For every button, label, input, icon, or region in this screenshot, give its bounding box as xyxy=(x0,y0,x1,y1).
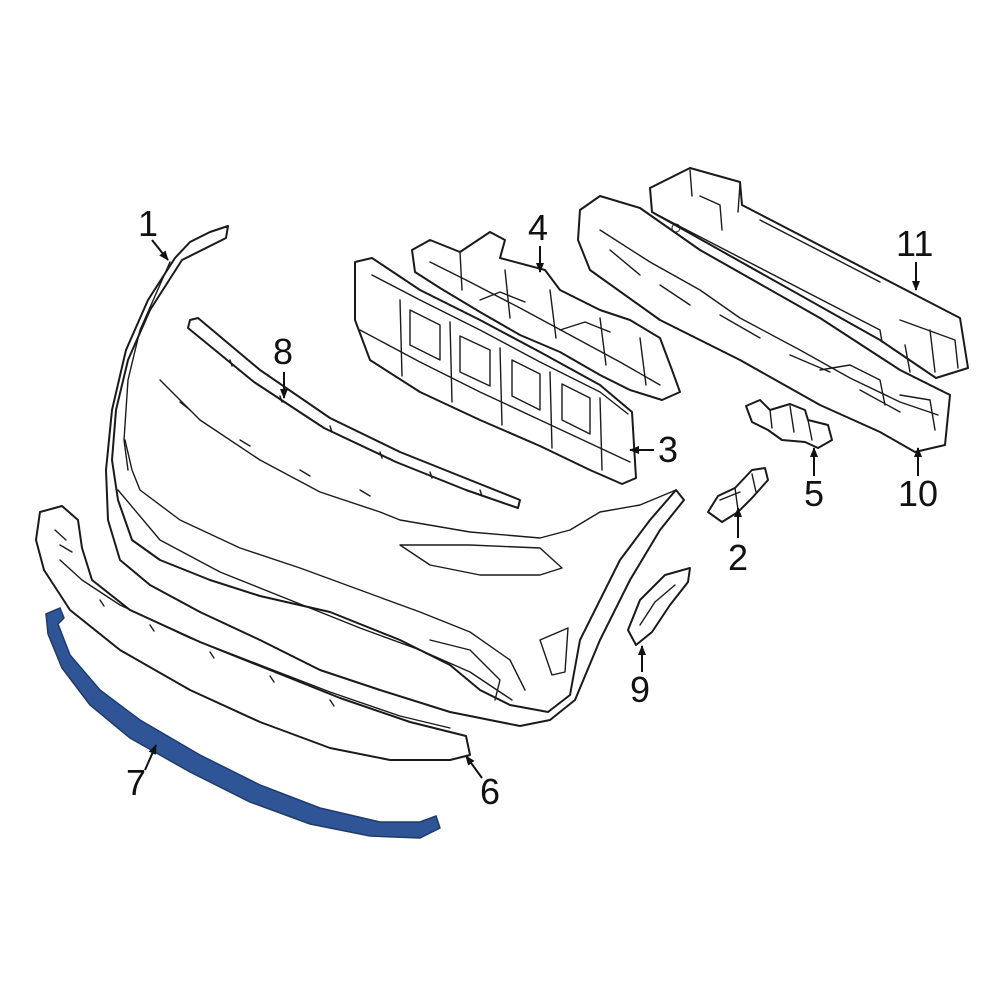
callout-9: 9 xyxy=(630,669,650,710)
callout-11: 11 xyxy=(896,223,933,264)
callout-6: 6 xyxy=(480,771,500,812)
upper-molding xyxy=(187,317,521,509)
callout-4: 4 xyxy=(528,207,548,248)
callout-10: 10 xyxy=(898,473,938,514)
leader-lines xyxy=(144,239,922,779)
lower-trim-strip xyxy=(45,607,441,839)
energy-absorber xyxy=(577,195,951,453)
callout-numbers: 1 2 3 4 5 6 7 8 9 10 11 xyxy=(126,203,938,812)
bumper-support xyxy=(354,257,637,485)
callout-8: 8 xyxy=(273,331,293,372)
side-reflector xyxy=(627,567,691,646)
bumper-cover xyxy=(105,225,685,727)
bracket-5 xyxy=(745,399,833,449)
callout-1: 1 xyxy=(138,203,158,244)
upper-absorber xyxy=(411,231,681,401)
leader-1 xyxy=(151,239,169,261)
callout-7: 7 xyxy=(126,762,146,803)
callout-3: 3 xyxy=(658,429,678,470)
leader-7 xyxy=(144,744,157,771)
callout-5: 5 xyxy=(804,473,824,514)
reinforcement-beam xyxy=(649,167,969,379)
lower-valance xyxy=(35,505,471,761)
callout-2: 2 xyxy=(728,537,748,578)
leader-6 xyxy=(465,755,483,779)
bracket-2 xyxy=(707,467,769,523)
